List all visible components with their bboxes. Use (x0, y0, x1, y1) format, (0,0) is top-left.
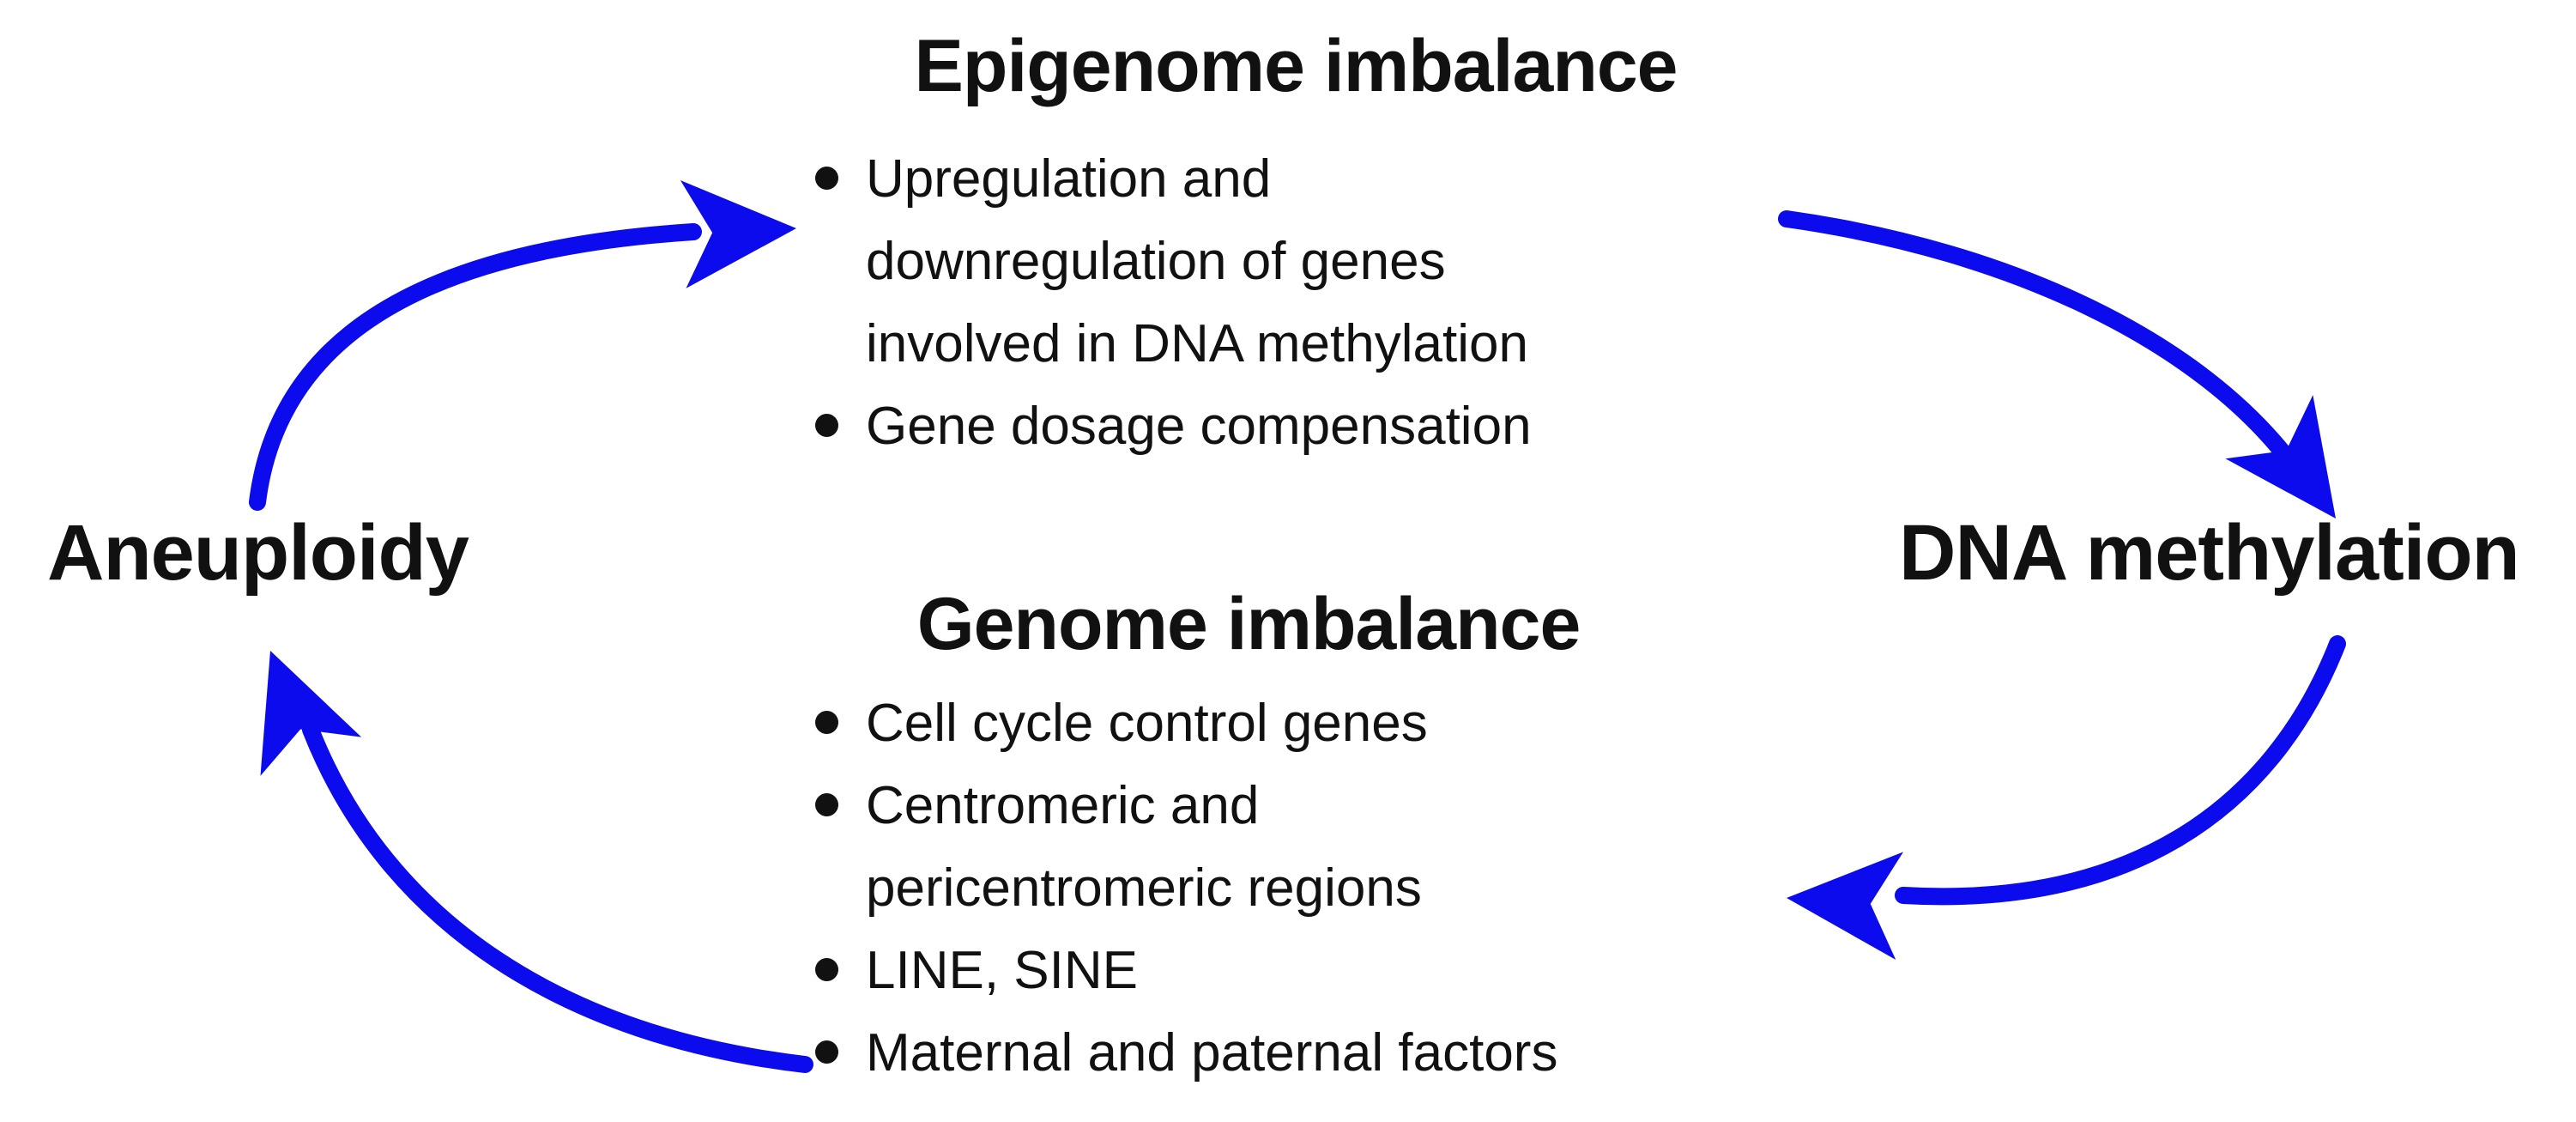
bullet-line: Cell cycle control genes (815, 682, 1682, 765)
bullet-dot (815, 414, 838, 437)
bullet-line: LINE, SINE (815, 930, 1682, 1012)
bullet-line: downregulation of genes (815, 221, 1776, 303)
bullet-line: Centromeric and (815, 765, 1682, 847)
node-dna-methylation: DNA methylation (1899, 509, 2520, 597)
bullet-line: Gene dosage compensation (815, 385, 1776, 468)
bullet-dot (815, 1040, 838, 1064)
bullet-text: Maternal and paternal factors (866, 1023, 1558, 1083)
bullet-text: involved in DNA methylation (866, 314, 1528, 373)
arrow-genome-to-aneuploidy (260, 651, 813, 1073)
bullet-dot (815, 958, 838, 981)
genome-imbalance-panel: Genome imbalance Cell cycle control gene… (815, 582, 1682, 1095)
genome-imbalance-heading: Genome imbalance (916, 583, 1581, 665)
arrow-dna-methylation-to-genome (1787, 635, 2346, 961)
bullet-text: Cell cycle control genes (866, 694, 1428, 753)
bullet-text: Gene dosage compensation (866, 397, 1532, 456)
node-aneuploidy: Aneuploidy (47, 509, 469, 597)
epigenome-imbalance-heading: Epigenome imbalance (914, 25, 1678, 107)
bullet-line: Maternal and paternal factors (815, 1012, 1682, 1095)
bullet-text: pericentromeric regions (866, 858, 1422, 918)
genome-bullet-list: Cell cycle control genes Centromeric and… (815, 682, 1682, 1095)
bullet-dot (815, 167, 838, 190)
bullet-dot (815, 793, 838, 816)
bullet-text: LINE, SINE (866, 941, 1138, 1000)
arrow-aneuploidy-to-epigenome (249, 179, 796, 511)
bullet-text: downregulation of genes (866, 232, 1446, 291)
bullet-line: pericentromeric regions (815, 847, 1682, 930)
bullet-line: involved in DNA methylation (815, 303, 1776, 385)
arrow-epigenome-to-dna-methylation (1778, 210, 2336, 519)
epigenome-bullet-list: Upregulation and downregulation of genes… (815, 138, 1776, 468)
bullet-dot (815, 711, 838, 734)
epigenome-imbalance-panel: Epigenome imbalance Upregulation and dow… (815, 24, 1776, 468)
bullet-line: Upregulation and (815, 138, 1776, 221)
bullet-text: Upregulation and (866, 149, 1272, 209)
bullet-text: Centromeric and (866, 776, 1260, 835)
